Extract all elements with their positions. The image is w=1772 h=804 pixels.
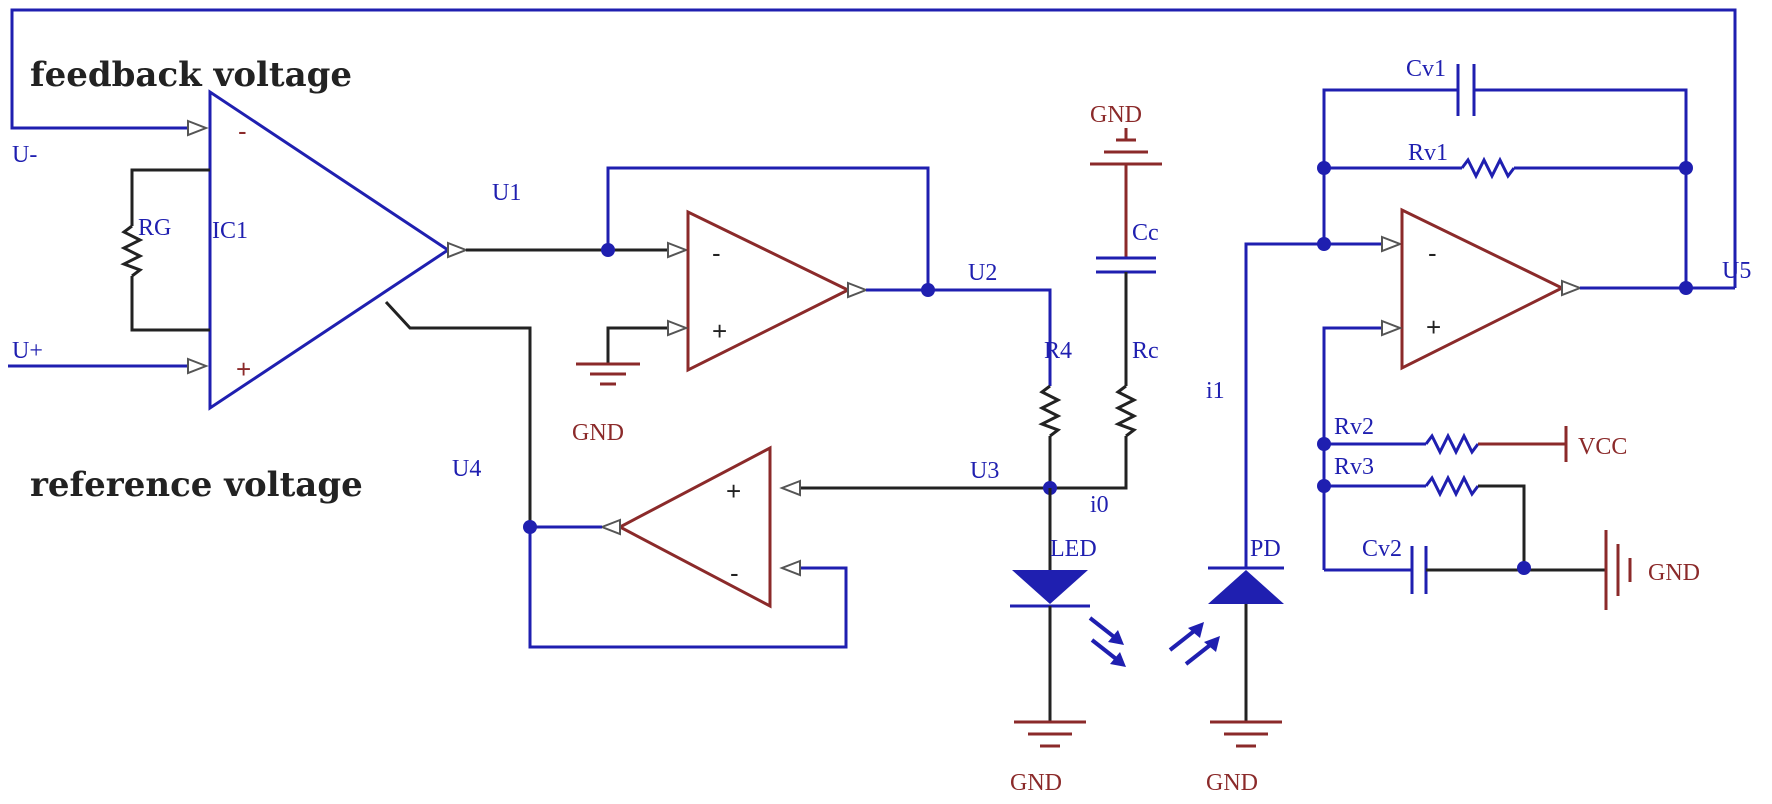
ic1-label: IC1	[212, 218, 248, 244]
rc-resistor	[1114, 384, 1138, 438]
r4-resistor	[1038, 384, 1062, 438]
ic1-amplifier	[208, 89, 451, 411]
op3-output-arrow-icon	[599, 518, 621, 536]
feedback-loop-wire	[10, 8, 1737, 288]
op2-plus-arrow-icon	[667, 319, 689, 337]
led-diode	[1012, 570, 1088, 604]
op3-minus-arrow-icon	[779, 559, 801, 577]
u4-label: U4	[452, 456, 481, 482]
op3-amplifier	[616, 445, 772, 609]
op2-minus-arrow-icon	[667, 241, 689, 259]
vcc-label: VCC	[1578, 434, 1627, 460]
u2-label: U2	[968, 260, 997, 286]
led-label: LED	[1050, 536, 1097, 562]
op5-amplifier	[1400, 207, 1566, 371]
cv1-right-wire	[1474, 88, 1688, 288]
gnd2-label: GND	[1090, 102, 1142, 128]
emission-arrowhead-1-icon	[1108, 630, 1124, 645]
gnd5-label: GND	[1648, 560, 1700, 586]
cc-label: Cc	[1132, 220, 1159, 246]
pd-diode	[1208, 570, 1284, 604]
rc-label: Rc	[1132, 338, 1159, 364]
u-plus-label: U+	[12, 338, 43, 364]
rg-top-wire	[130, 168, 210, 226]
cv2-label: Cv2	[1362, 536, 1402, 562]
cv1-left-wire	[1322, 88, 1458, 244]
rv1-left-junction	[1317, 161, 1331, 175]
rv1-right-junction	[1679, 161, 1693, 175]
u1-label: U1	[492, 180, 521, 206]
op2-minus-sign: -	[712, 238, 721, 268]
r4-label: R4	[1044, 338, 1072, 364]
u5-label: U5	[1722, 258, 1751, 284]
op2-amplifier	[686, 209, 852, 373]
op3-plus-sign: +	[726, 476, 741, 506]
op5-output-arrow-icon	[1561, 279, 1583, 297]
op2-output-arrow-icon	[847, 281, 869, 299]
op5-plus-wire	[1322, 326, 1386, 570]
rv3-label: Rv3	[1334, 454, 1374, 480]
reception-arrowhead-1-icon	[1188, 622, 1204, 638]
reference-voltage-label: reference voltage	[30, 465, 363, 505]
u2-junction	[921, 283, 935, 297]
rv2-label: Rv2	[1334, 414, 1374, 440]
gnd1-label: GND	[572, 420, 624, 446]
ic1-plus-sign: +	[236, 354, 251, 384]
cv2-junction	[1517, 561, 1531, 575]
rc-bottom-wire	[1050, 436, 1128, 490]
rg-label: RG	[138, 215, 171, 241]
ic1-output-arrow-icon	[447, 241, 469, 259]
rv1-resistor	[1460, 156, 1516, 180]
op5-minus-arrow-icon	[1381, 235, 1403, 253]
rv3-right-wire	[1478, 484, 1526, 568]
op5-plus-sign: +	[1426, 312, 1441, 342]
gnd4-label: GND	[1206, 770, 1258, 796]
cv1-label: Cv1	[1406, 56, 1446, 82]
ic1-minus-sign: -	[238, 116, 247, 146]
rg-bottom-wire	[130, 276, 210, 332]
rv2-resistor	[1424, 432, 1480, 456]
op3-feedback-wire	[528, 527, 848, 649]
u-minus-label: U-	[12, 142, 37, 168]
u3-label: U3	[970, 458, 999, 484]
rv1-label: Rv1	[1408, 140, 1448, 166]
op5-minus-sign: -	[1428, 238, 1437, 268]
op5-plus-arrow-icon	[1381, 319, 1403, 337]
u2-wire	[866, 288, 1052, 386]
gnd3-label: GND	[1010, 770, 1062, 796]
rv3-resistor	[1424, 474, 1480, 498]
op3-minus-sign: -	[730, 558, 739, 588]
op2-plus-sign: +	[712, 316, 727, 346]
i1-label: i1	[1206, 378, 1225, 404]
feedback-voltage-label: feedback voltage	[30, 55, 352, 95]
op2-plus-wire	[606, 326, 674, 364]
rg-resistor	[120, 224, 144, 278]
reception-arrowhead-2-icon	[1204, 636, 1220, 652]
pd-label: PD	[1250, 536, 1281, 562]
ic1-plus-arrow-icon	[187, 357, 209, 375]
ic1-ref-wire	[384, 300, 532, 527]
ic1-minus-arrow-icon	[187, 119, 209, 137]
i0-label: i0	[1090, 492, 1109, 518]
i1-wire	[1244, 242, 1324, 568]
emission-arrowhead-2-icon	[1110, 652, 1126, 667]
op2-feedback-wire	[606, 166, 930, 290]
op3-plus-arrow-icon	[779, 479, 801, 497]
